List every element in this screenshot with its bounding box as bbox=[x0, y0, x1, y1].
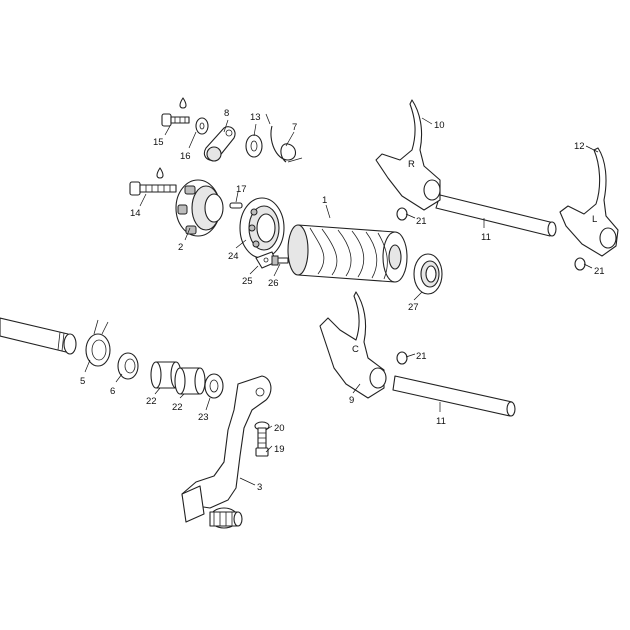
fork-guide-pin bbox=[574, 257, 586, 271]
drum-oil-seal bbox=[413, 253, 443, 295]
callout-7: 7 bbox=[292, 122, 297, 133]
callout-8: 8 bbox=[224, 108, 229, 119]
callout-labels: 1 2 3 5 6 7 8 9 10 11 11 12 13 14 15 16 … bbox=[80, 108, 605, 493]
shaft-washer bbox=[204, 373, 224, 399]
oil-drop-icon bbox=[156, 167, 164, 179]
callout-21b: 21 bbox=[594, 266, 605, 277]
retainer-screw bbox=[271, 255, 289, 266]
needle-bearing bbox=[174, 367, 206, 395]
callout-15: 15 bbox=[153, 137, 164, 148]
callout-22a: 22 bbox=[146, 396, 157, 407]
stopper-screw bbox=[161, 97, 190, 127]
stopper-lever bbox=[203, 126, 236, 162]
callout-19: 19 bbox=[274, 444, 285, 455]
gearshift-pedal bbox=[181, 375, 272, 529]
callout-26: 26 bbox=[268, 278, 279, 289]
callout-14: 14 bbox=[130, 208, 141, 219]
fork-letter-right: R bbox=[408, 159, 415, 170]
drum-bearing bbox=[239, 197, 285, 259]
callout-20: 20 bbox=[274, 423, 285, 434]
callout-22b: 22 bbox=[172, 402, 183, 413]
fork-shaft-lower bbox=[392, 375, 516, 417]
callout-5: 5 bbox=[80, 376, 85, 387]
callout-3: 3 bbox=[257, 482, 262, 493]
washer bbox=[195, 117, 209, 135]
return-spring bbox=[85, 319, 111, 367]
callout-12: 12 bbox=[574, 141, 585, 152]
pedal-bolt bbox=[254, 421, 270, 457]
callout-21a: 21 bbox=[416, 216, 427, 227]
callout-17: 17 bbox=[236, 184, 247, 195]
callout-13: 13 bbox=[250, 112, 261, 123]
callout-9: 9 bbox=[349, 395, 354, 406]
shift-fork-left: L bbox=[559, 147, 619, 257]
dowel-pin bbox=[229, 202, 243, 209]
shift-fork-right: R bbox=[375, 99, 441, 211]
fork-guide-pin bbox=[396, 351, 408, 365]
callout-2: 2 bbox=[178, 242, 183, 253]
cam-plate-screw bbox=[129, 167, 177, 196]
callout-10: 10 bbox=[434, 120, 445, 131]
callout-1: 1 bbox=[322, 195, 327, 206]
callout-23: 23 bbox=[198, 412, 209, 423]
fork-letter-center: C bbox=[352, 344, 359, 355]
callout-11b: 11 bbox=[436, 416, 446, 427]
callout-24: 24 bbox=[228, 251, 239, 262]
callout-6: 6 bbox=[110, 386, 115, 397]
callout-11a: 11 bbox=[481, 232, 491, 243]
fork-guide-pin bbox=[396, 207, 408, 221]
spring-collar bbox=[117, 352, 139, 380]
callout-27: 27 bbox=[408, 302, 419, 313]
fork-shaft-upper bbox=[435, 194, 557, 237]
fork-letter-left: L bbox=[592, 214, 597, 225]
callout-21c: 21 bbox=[416, 351, 427, 362]
leader-lines bbox=[84, 117, 599, 486]
drum-cam-plate bbox=[175, 179, 224, 237]
callout-16: 16 bbox=[180, 151, 191, 162]
stopper-collar bbox=[245, 134, 263, 158]
stopper-spring bbox=[265, 113, 303, 163]
oil-drop-icon bbox=[179, 97, 187, 109]
shift-drum bbox=[287, 224, 408, 283]
shift-fork-center: C bbox=[319, 291, 387, 399]
gearshift-shaft bbox=[0, 317, 77, 355]
callout-25: 25 bbox=[242, 276, 253, 287]
